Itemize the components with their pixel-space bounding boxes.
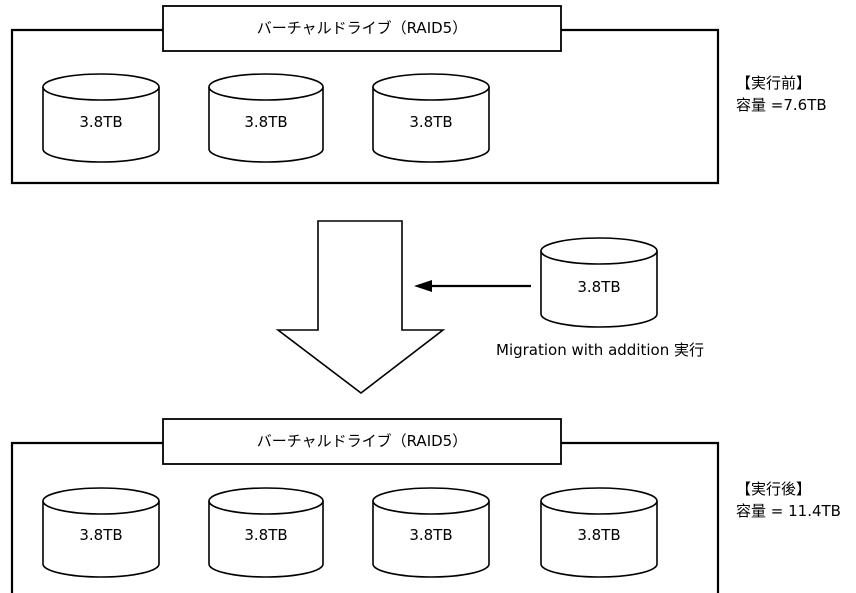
before-title: バーチャルドライブ（RAID5） (257, 19, 467, 37)
before-drive-frame (10, 28, 720, 185)
after-note-title: 【実行後】 (736, 480, 811, 498)
before-disk-3-label: 3.8TB (409, 113, 452, 131)
after-virtual-drive-panel: バーチャルドライブ（RAID5） 3.8TB 3.8TB 3.8TB 3.8TB (10, 418, 720, 593)
after-disk-1-label: 3.8TB (79, 526, 122, 544)
after-disk-3: 3.8TB (372, 487, 490, 578)
before-disk-1: 3.8TB (42, 73, 160, 163)
after-drive-frame-right (561, 441, 720, 593)
after-disk-2-label: 3.8TB (244, 526, 287, 544)
migration-caption: Migration with addition 実行 (496, 341, 704, 359)
migration-down-arrow (275, 220, 446, 395)
added-disk-label: 3.8TB (577, 278, 620, 296)
before-note-capacity: 容量 =7.6TB (736, 96, 827, 114)
after-disk-2: 3.8TB (208, 487, 324, 578)
added-disk: 3.8TB (540, 237, 658, 328)
after-disk-4-label: 3.8TB (577, 526, 620, 544)
before-disk-2: 3.8TB (208, 73, 324, 163)
after-disk-3-label: 3.8TB (409, 526, 452, 544)
before-disk-2-label: 3.8TB (244, 113, 287, 131)
after-disk-1: 3.8TB (42, 487, 160, 578)
before-note-title: 【実行前】 (736, 74, 811, 92)
after-note-capacity: 容量 = 11.4TB (736, 502, 841, 520)
after-disk-4: 3.8TB (540, 487, 658, 578)
before-title-box (162, 5, 562, 52)
before-disk-3: 3.8TB (372, 73, 490, 163)
before-disk-1-label: 3.8TB (79, 113, 122, 131)
after-drive-frame-left (10, 441, 163, 593)
before-virtual-drive-panel: バーチャルドライブ（RAID5） 3.8TB 3.8TB 3.8TB (10, 5, 720, 185)
after-title: バーチャルドライブ（RAID5） (257, 432, 467, 450)
after-title-box (162, 418, 562, 465)
add-disk-pointer-arrowhead (414, 280, 432, 292)
